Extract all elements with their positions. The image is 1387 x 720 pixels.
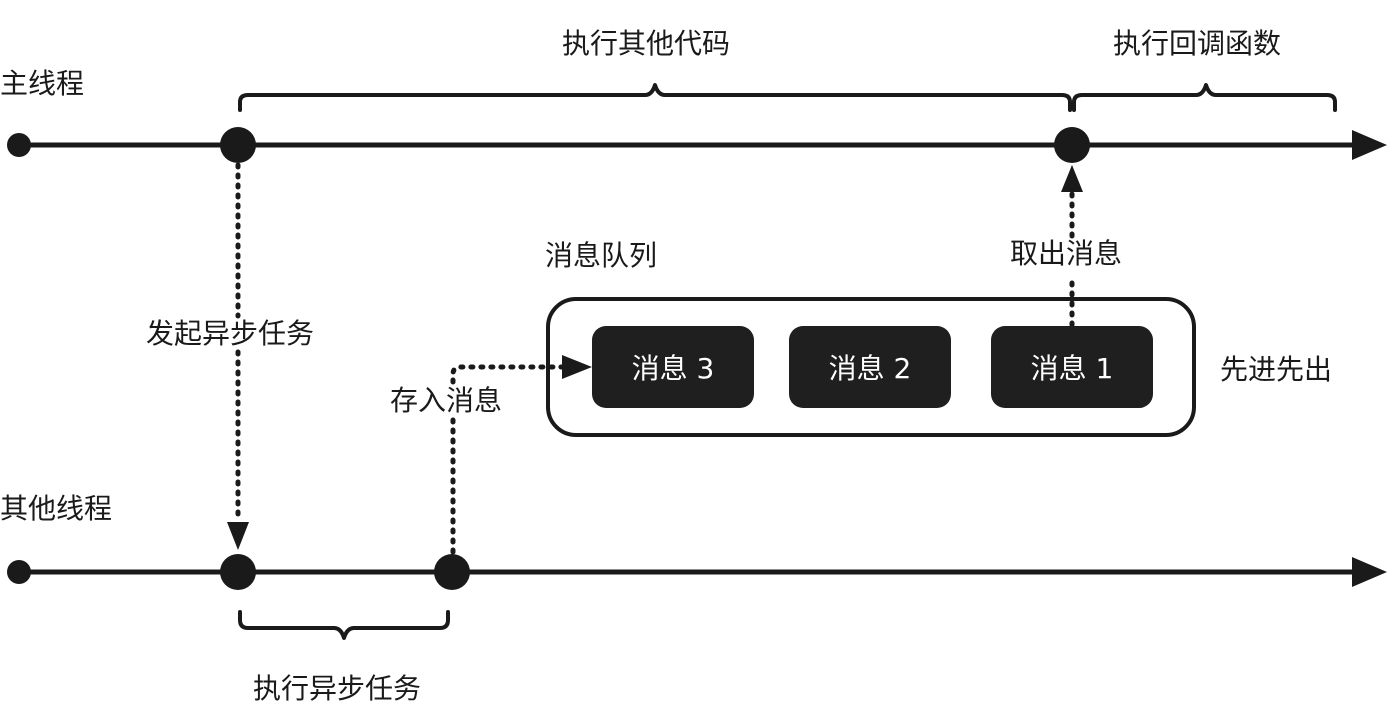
message-item-1: 消息 1 — [991, 326, 1153, 408]
message-queue-title: 消息队列 — [545, 239, 658, 272]
start-async-connector — [227, 162, 249, 550]
take-message-label: 取出消息 — [1010, 237, 1123, 270]
other-thread-start-dot — [7, 560, 31, 584]
other-thread-arrow-icon — [1352, 557, 1387, 587]
main-thread-async-start-node — [220, 127, 256, 163]
run-other-code-label: 执行其他代码 — [562, 27, 731, 60]
main-thread-start-dot — [7, 133, 31, 157]
other-thread-task-start-node — [220, 554, 256, 590]
other-thread-task-end-node — [434, 554, 470, 590]
brace-run-callback — [1072, 83, 1337, 112]
fifo-note: 先进先出 — [1220, 353, 1333, 386]
run-callback-label: 执行回调函数 — [1113, 27, 1282, 60]
start-async-arrow-icon — [227, 522, 249, 550]
store-message-arrow-icon — [562, 355, 592, 379]
main-thread-timeline — [7, 127, 1387, 163]
brace-run-async-task — [238, 610, 450, 640]
message-item-2: 消息 2 — [789, 326, 951, 408]
brace-run-other-code — [238, 83, 1072, 112]
store-message-label: 存入消息 — [390, 384, 503, 417]
message-queue-box — [546, 297, 1196, 437]
main-thread-label: 主线程 — [0, 67, 85, 100]
other-thread-timeline — [7, 554, 1387, 590]
message-item-3: 消息 3 — [592, 326, 754, 408]
main-thread-callback-node — [1054, 127, 1090, 163]
run-async-task-label: 执行异步任务 — [253, 672, 422, 705]
other-thread-label: 其他线程 — [0, 492, 113, 525]
start-async-label: 发起异步任务 — [146, 317, 315, 350]
store-message-connector — [450, 355, 592, 555]
take-message-arrow-icon — [1061, 165, 1083, 192]
main-thread-arrow-icon — [1352, 130, 1387, 160]
